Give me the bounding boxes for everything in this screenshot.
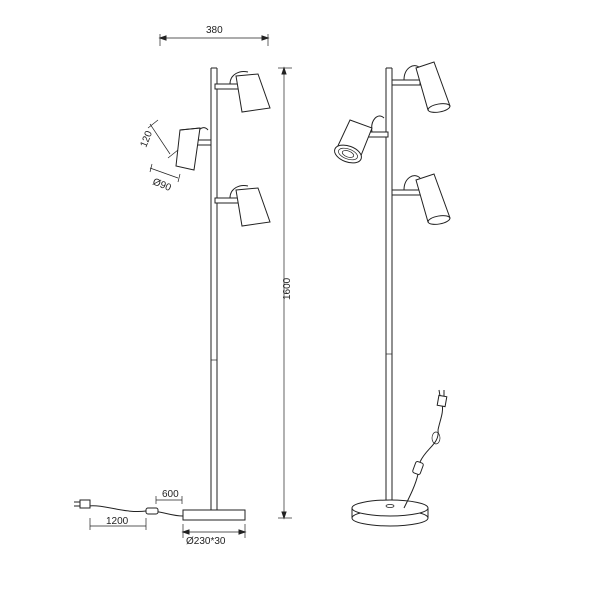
height-dimension: 1600 — [278, 66, 293, 520]
cable-plug-label: 1200 — [106, 516, 129, 527]
height-label: 1600 — [282, 277, 293, 300]
spotlight-middle — [175, 127, 212, 171]
spotlight-lower — [214, 185, 271, 227]
shade-diameter-dimension: Ø90 — [149, 163, 181, 194]
base-dimension: Ø230*30 — [181, 524, 247, 547]
lamp-base — [182, 509, 246, 521]
base-label: Ø230*30 — [186, 536, 226, 547]
width-dimension: 380 — [158, 25, 270, 46]
perspective-base — [351, 499, 429, 527]
shade-length-label: 120 — [139, 129, 156, 149]
perspective-pole — [385, 67, 393, 506]
width-label: 380 — [206, 25, 223, 36]
lamp-pole — [210, 67, 218, 510]
perspective-spotlight-lower — [391, 173, 451, 225]
cable-plug-dimension: 1200 — [89, 516, 147, 530]
perspective-foot-switch — [412, 461, 424, 475]
shade-diameter-label: Ø90 — [151, 177, 173, 194]
perspective-cable — [403, 389, 448, 509]
cable-switch-label: 600 — [162, 489, 179, 500]
spotlight-top — [214, 71, 271, 113]
cable-switch-dimension: 600 — [155, 489, 183, 504]
shade-length-dimension: 120 — [139, 119, 179, 159]
front-elevation-view: 380 120 — [74, 25, 293, 547]
foot-switch — [145, 507, 159, 515]
perspective-plug — [436, 394, 448, 408]
perspective-spotlight-top — [391, 61, 451, 113]
power-cable — [74, 499, 184, 517]
perspective-spotlight-left — [334, 115, 389, 164]
plug — [79, 499, 91, 509]
perspective-view — [334, 61, 451, 527]
